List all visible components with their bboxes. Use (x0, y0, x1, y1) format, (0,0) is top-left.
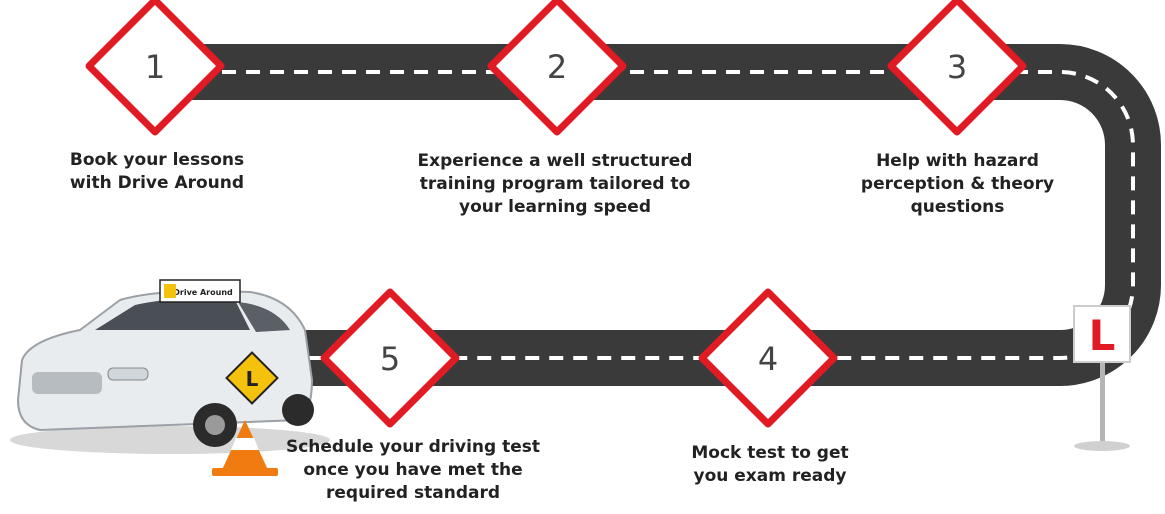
step-diamond (487, 0, 627, 136)
car-front-wheel-hub (205, 415, 225, 435)
step-2-caption: Experience a well structured training pr… (395, 150, 715, 219)
step-2-marker: 2 (487, 0, 627, 136)
step-5-caption-line: Schedule your driving test (285, 437, 541, 457)
step-2-caption-line: your learning speed (458, 197, 651, 217)
step-4-caption: Mock test to get you exam ready (660, 442, 880, 488)
step-5-caption-line: once you have met the (303, 460, 523, 480)
step-4-caption-line: Mock test to get (691, 443, 849, 463)
step-3-caption: Help with hazard perception & theory que… (840, 150, 1075, 219)
step-4-marker: 4 (698, 288, 838, 428)
step-3-caption-line: Help with hazard (876, 151, 1039, 171)
step-number: 2 (547, 48, 567, 86)
step-5-caption-line: required standard (325, 483, 501, 503)
step-1-caption-line: with Drive Around (69, 173, 245, 193)
step-2-caption-line: Experience a well structured (417, 151, 693, 171)
car-rear-wheel (282, 394, 314, 426)
step-3-marker: 3 (887, 0, 1027, 136)
traffic-cone-icon (212, 420, 278, 476)
step-markers: 1 2 3 4 5 (85, 0, 1027, 428)
l-plate-board (1073, 305, 1131, 363)
step-diamond (85, 0, 225, 136)
step-1-caption: Book your lessons with Drive Around (52, 149, 262, 195)
l-plate-letter: L (1089, 311, 1116, 360)
signpost-pole (1100, 355, 1105, 445)
car-door-l-letter: L (246, 367, 259, 391)
car-door-l-plate (225, 351, 279, 405)
l-plate-signpost: L (1073, 305, 1131, 451)
step-5-caption: Schedule your driving test once you have… (268, 436, 558, 505)
step-1-marker: 1 (85, 0, 225, 136)
step-diamond (320, 288, 460, 428)
car-roof-sign (159, 279, 241, 303)
driving-school-car: Drive Around L (10, 279, 330, 454)
step-number: 3 (947, 48, 967, 86)
step-2-caption-line: training program tailored to (419, 174, 691, 194)
step-3-caption-line: perception & theory (860, 174, 1055, 194)
step-5-marker: 5 (320, 288, 460, 428)
step-number: 1 (145, 48, 165, 86)
car-grille (32, 372, 102, 394)
step-4-caption-line: you exam ready (693, 466, 847, 486)
step-number: 5 (380, 340, 400, 378)
car-windshield (95, 298, 250, 330)
step-1-caption-line: Book your lessons (69, 150, 245, 170)
car-roof-sign-text: Drive Around (173, 288, 233, 297)
road-lane-marking (150, 70, 1135, 360)
step-3-caption-line: questions (910, 197, 1005, 217)
car-headlight (107, 367, 149, 381)
car-side-window (238, 302, 290, 332)
step-diamond (887, 0, 1027, 136)
signpost-base (1074, 441, 1130, 451)
step-diamond (698, 288, 838, 428)
step-number: 4 (758, 340, 778, 378)
car-roof-sign-l (164, 284, 176, 298)
